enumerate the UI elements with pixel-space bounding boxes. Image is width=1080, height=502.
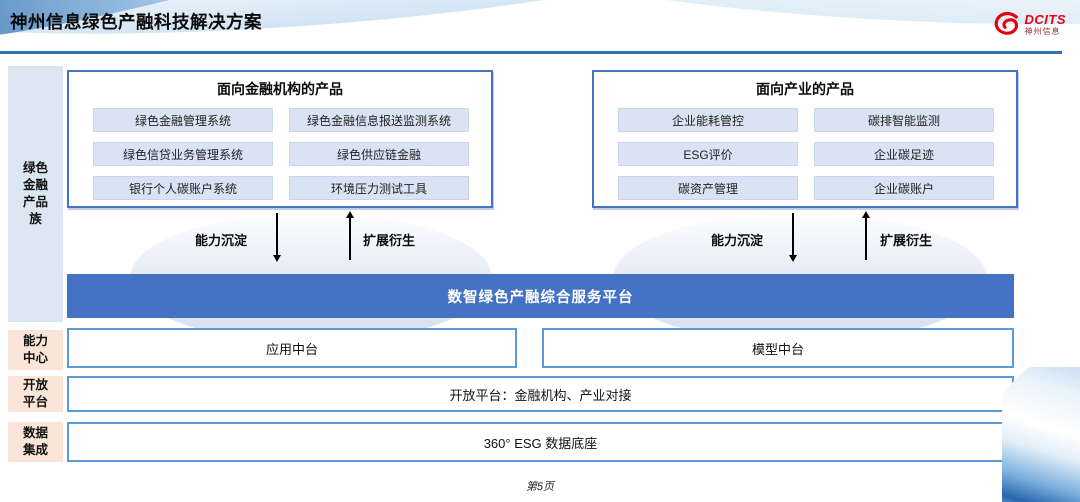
open-platform-box: 开放平台：金融机构、产业对接 (67, 376, 1014, 412)
industry-products-box: 面向产业的产品 企业能耗管控 碳排智能监测 ESG评价 企业碳足迹 碳资产管理 … (592, 70, 1018, 208)
sidebar-label-open-platform-text: 开放平台 (22, 378, 48, 409)
finance-products-grid: 绿色金融管理系统 绿色金融信息报送监测系统 绿色信贷业务管理系统 绿色供应链金融… (69, 99, 491, 200)
title-underline (0, 51, 1062, 54)
esg-data-base-box: 360° ESG 数据底座 (67, 422, 1014, 462)
product-pill: 企业碳账户 (814, 176, 994, 200)
flow-label-capability-right: 能力沉淀 (711, 233, 764, 248)
flow-label-extend-right: 扩展衍生 (880, 233, 933, 248)
platform-bar: 数智绿色产融综合服务平台 (67, 274, 1014, 318)
page-number: 第5页 (525, 481, 555, 493)
page-title: 神州信息绿色产融科技解决方案 (10, 12, 262, 32)
product-pill: 绿色金融管理系统 (93, 108, 273, 132)
logo-company-text: 神州信息 (1024, 27, 1061, 36)
product-pill: 绿色信贷业务管理系统 (93, 142, 273, 166)
industry-products-grid: 企业能耗管控 碳排智能监测 ESG评价 企业碳足迹 碳资产管理 企业碳账户 (594, 99, 1016, 200)
sidebar-label-open-platform: 开放平台 (8, 376, 63, 412)
up-arrow-icon (345, 211, 354, 260)
product-pill: 绿色金融信息报送监测系统 (289, 108, 469, 132)
model-middleware-box: 模型中台 (542, 328, 1014, 368)
sidebar-label-data-integration: 数据集成 (8, 422, 63, 462)
dcits-swirl-icon (991, 11, 1021, 38)
product-pill: ESG评价 (618, 142, 798, 166)
product-pill: 碳排智能监测 (814, 108, 994, 132)
sidebar-label-product-family-text: 绿色金融产品族 (22, 161, 48, 226)
finance-products-box: 面向金融机构的产品 绿色金融管理系统 绿色金融信息报送监测系统 绿色信贷业务管理… (67, 70, 493, 208)
product-pill: 环境压力测试工具 (289, 176, 469, 200)
down-arrow-icon (788, 213, 797, 262)
sidebar-label-capability-center-text: 能力中心 (22, 334, 48, 365)
down-arrow-icon (272, 213, 281, 262)
logo-brand-text: DCITS (1024, 12, 1066, 27)
sidebar-label-product-family: 绿色金融产品族 (8, 66, 63, 322)
application-middleware-box: 应用中台 (67, 328, 517, 368)
up-arrow-icon (861, 211, 870, 260)
sidebar-label-capability-center: 能力中心 (8, 330, 63, 370)
flow-label-extend-left: 扩展衍生 (363, 233, 416, 248)
product-pill: 碳资产管理 (618, 176, 798, 200)
product-pill: 绿色供应链金融 (289, 142, 469, 166)
finance-products-title: 面向金融机构的产品 (217, 81, 343, 97)
dcits-logo: DCITS 神州信息 (991, 11, 1067, 38)
sidebar-label-data-integration-text: 数据集成 (22, 426, 48, 457)
corner-fan-shape (1002, 367, 1080, 502)
product-pill: 企业碳足迹 (814, 142, 994, 166)
corner-swoosh-decoration (1002, 367, 1080, 502)
product-pill: 企业能耗管控 (618, 108, 798, 132)
flow-label-capability-left: 能力沉淀 (195, 233, 248, 248)
industry-products-title: 面向产业的产品 (756, 81, 854, 97)
product-pill: 银行个人碳账户系统 (93, 176, 273, 200)
